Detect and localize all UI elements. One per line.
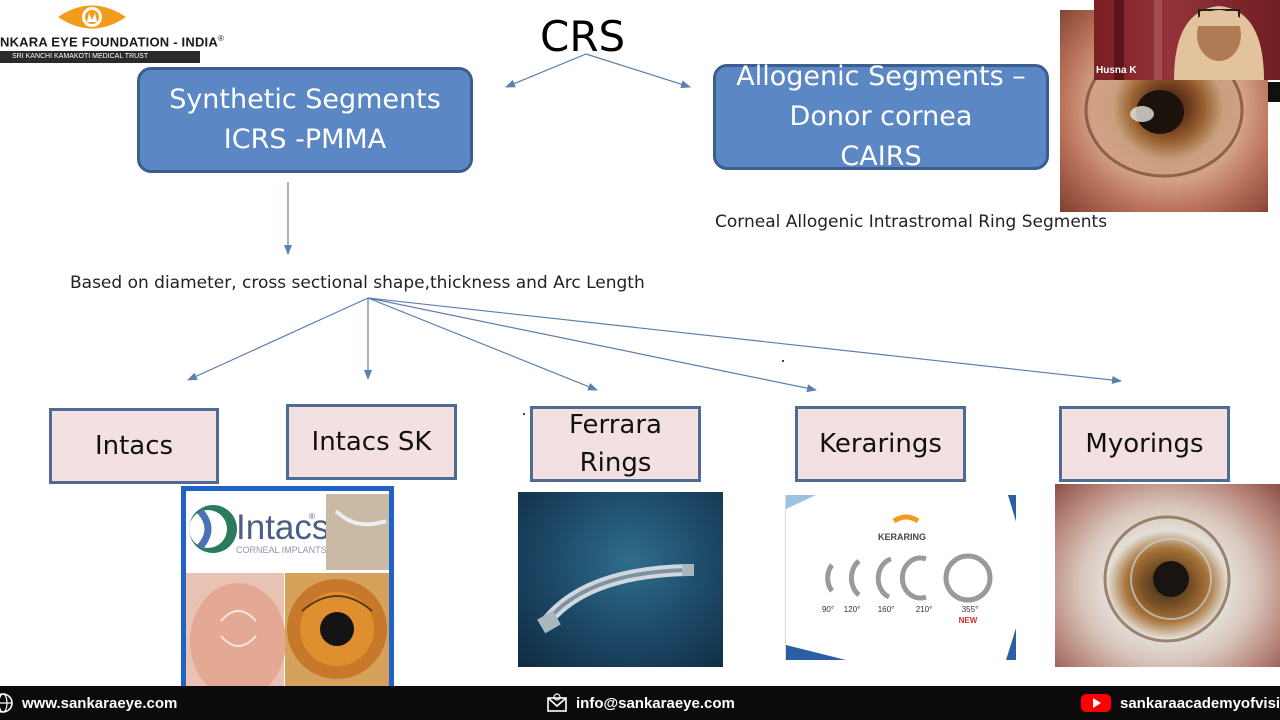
keraring-new-label: NEW	[959, 616, 978, 625]
intacs-sk-box: Intacs SK	[286, 404, 457, 480]
globe-icon	[0, 693, 13, 713]
footer-email[interactable]: info@sankaraeye.com	[546, 686, 735, 720]
page-title: CRS	[540, 12, 626, 61]
keraring-angle-2: 120°	[844, 605, 861, 614]
keraring-angle-4: 210°	[916, 605, 933, 614]
keraring-angle-1: 90°	[822, 605, 834, 614]
arrow-crs-to-synthetic	[505, 53, 587, 88]
allogenic-segments-box: Allogenic Segments – Donor cornea CAIRS	[713, 61, 1049, 172]
stray-dot	[523, 413, 525, 415]
synthetic-segments-box: Synthetic Segments ICRS -PMMA	[137, 67, 473, 173]
classification-basis: Based on diameter, cross sectional shape…	[70, 273, 645, 293]
footer-website[interactable]: www.sankaraeye.com	[0, 686, 177, 720]
youtube-icon	[1081, 694, 1111, 712]
kerarings-image: KERARING 90° 120° 160° 210° 355° NEW	[785, 495, 1016, 660]
intacs-reg-mark: ®	[309, 512, 315, 521]
ferrara-ring-image	[518, 492, 723, 667]
footer-website-text: www.sankaraeye.com	[22, 694, 178, 712]
footer-bar: www.sankaraeye.com info@sankaraeye.com s…	[0, 686, 1280, 720]
keraring-angle-5: 355°	[962, 605, 979, 614]
footer-youtube-text: sankaraacademyofvisio	[1120, 694, 1280, 712]
kerarings-brand: KERARING	[878, 532, 926, 542]
myorings-label: Myorings	[1085, 429, 1204, 459]
ferrara-label-line2: Rings	[579, 448, 652, 478]
email-icon	[547, 693, 567, 712]
stray-dot	[782, 360, 784, 362]
arrow-basis-to-ferrara	[367, 297, 598, 391]
intacs-brand-text: Intacs	[236, 508, 329, 547]
footer-youtube[interactable]: sankaraacademyofvisio	[1080, 686, 1280, 720]
arrow-basis-to-intacs	[187, 297, 369, 381]
myorings-image	[1055, 484, 1280, 667]
intacs-label: Intacs	[94, 431, 174, 461]
allogenic-line1: Allogenic Segments –	[736, 61, 1026, 92]
logo-registered-mark: ®	[217, 34, 225, 43]
intacs-box: Intacs	[49, 408, 219, 484]
arrow-crs-to-allogenic	[585, 53, 691, 89]
synthetic-line1: Synthetic Segments	[169, 84, 441, 115]
sankara-logo: NKARA EYE FOUNDATION - INDIA® SRI KANCHI…	[0, 0, 224, 64]
logo-name: NKARA EYE FOUNDATION - INDIA	[0, 34, 218, 50]
allogenic-line2: Donor cornea	[789, 101, 973, 132]
participant-camera-tile	[1094, 0, 1280, 80]
cairs-definition: Corneal Allogenic Intrastromal Ring Segm…	[715, 212, 1108, 232]
logo-trust: SRI KANCHI KAMAKOTI MEDICAL TRUST	[0, 51, 200, 63]
intacs-image: Intacs ® CORNEAL IMPLANTS	[181, 486, 394, 691]
ferrara-label-line1: Ferrara	[568, 410, 662, 440]
allogenic-line3: CAIRS	[840, 141, 922, 172]
arrow-basis-to-myorings	[367, 297, 1122, 384]
intacs-subtitle: CORNEAL IMPLANTS	[236, 545, 327, 555]
video-tile-divider	[1268, 82, 1280, 102]
intacs-sk-label: Intacs SK	[311, 427, 432, 457]
kerarings-label: Kerarings	[819, 429, 942, 459]
footer-email-text: info@sankaraeye.com	[576, 694, 735, 712]
synthetic-line2: ICRS -PMMA	[223, 124, 387, 155]
ferrara-rings-box: Ferrara Rings	[530, 406, 701, 482]
myorings-box: Myorings	[1059, 406, 1230, 482]
sankara-emblem-icon	[58, 5, 126, 29]
kerarings-box: Kerarings	[795, 406, 966, 482]
arrow-basis-to-kerarings	[367, 297, 817, 393]
participant-name: Husna K	[1096, 65, 1137, 76]
keraring-angle-3: 160°	[878, 605, 895, 614]
